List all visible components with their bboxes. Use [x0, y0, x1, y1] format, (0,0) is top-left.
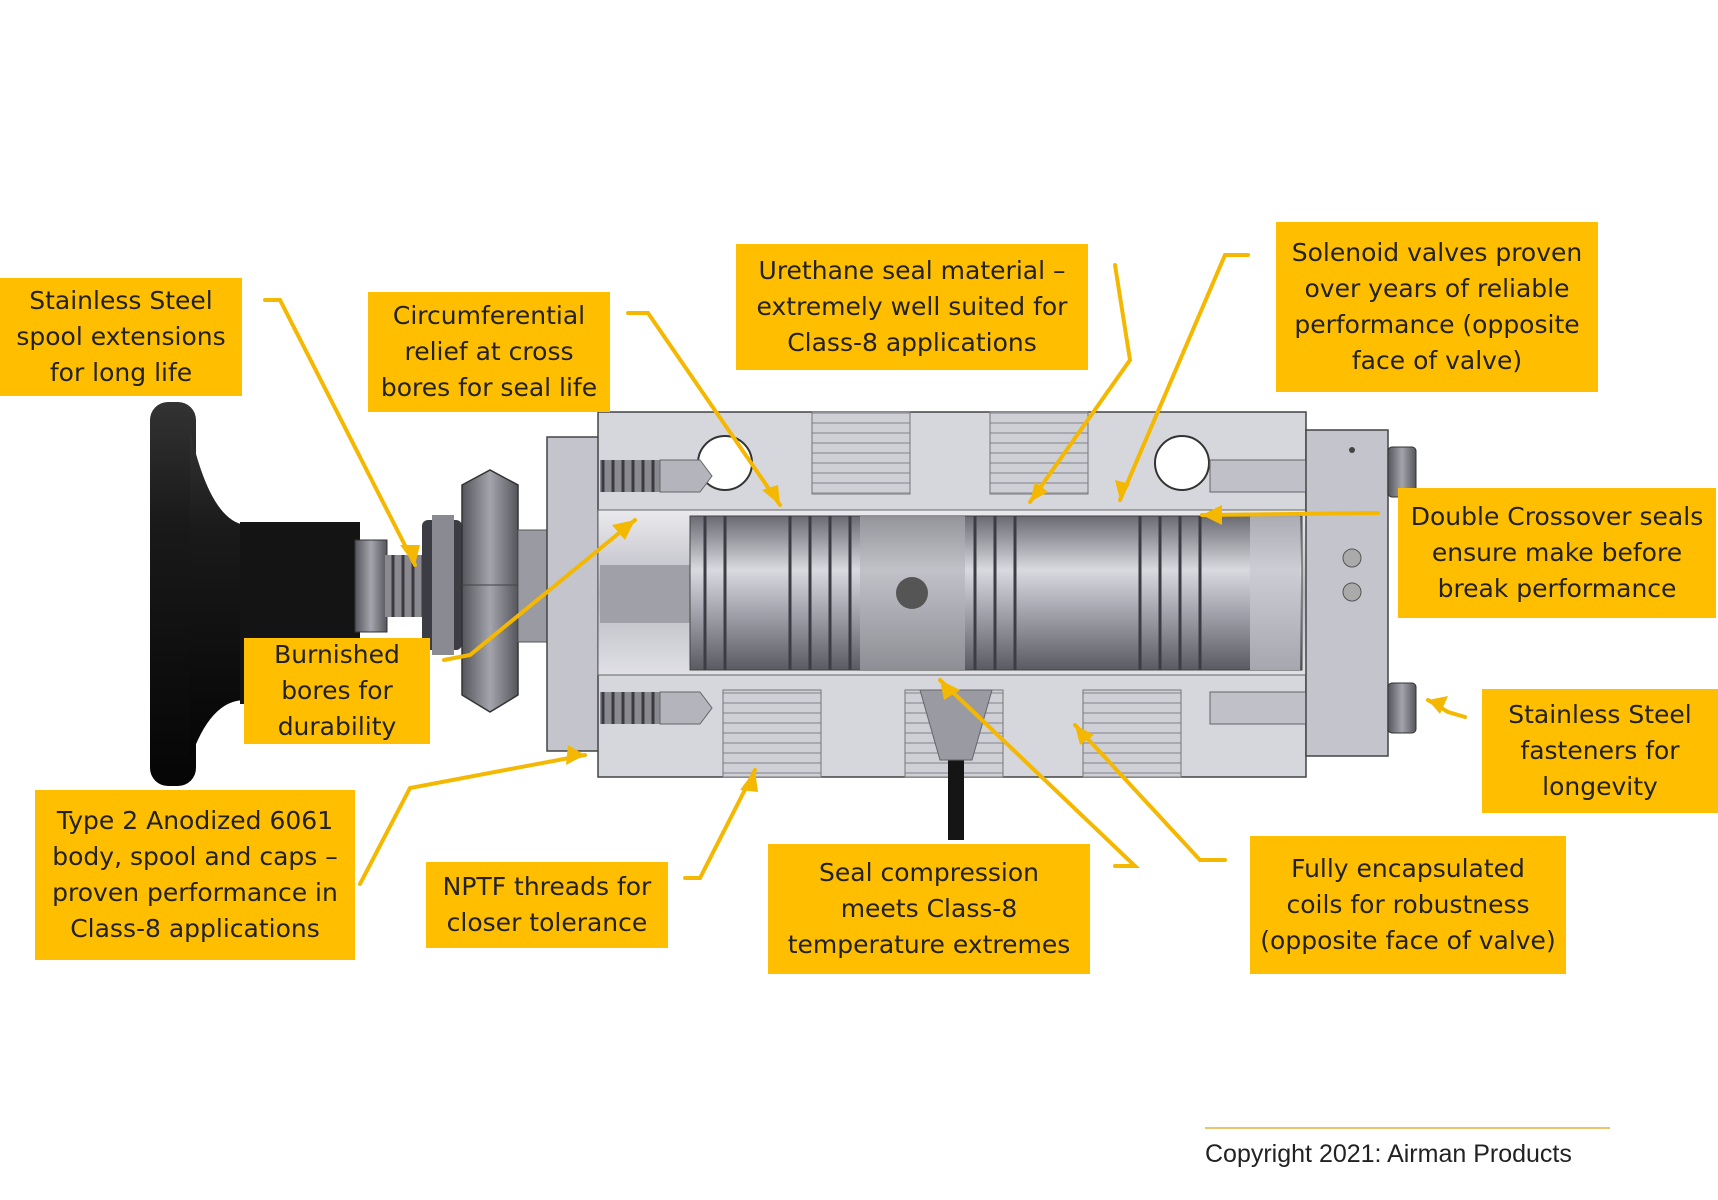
callout-double-crossover: Double Crossover seals ensure make befor…: [1398, 488, 1716, 618]
callout-seal-compression: Seal compression meets Class-8 temperatu…: [768, 844, 1090, 974]
callout-encapsulated-coils: Fully encapsulated coils for robustness …: [1250, 836, 1566, 974]
left-end-cap: [546, 436, 600, 752]
copyright-divider: [1205, 1127, 1610, 1129]
callout-urethane-seal: Urethane seal material – extremely well …: [736, 244, 1088, 370]
callout-spool-extensions: Stainless Steel spool extensions for lon…: [0, 278, 242, 396]
wire-strain-relief: [919, 689, 993, 761]
callout-nptf-threads: NPTF threads for closer tolerance: [426, 862, 668, 948]
callout-circumferential-relief: Circumferential relief at cross bores fo…: [368, 292, 610, 412]
hex-nut: [461, 469, 551, 713]
spool-extension: [354, 515, 462, 655]
callout-stainless-fasteners: Stainless Steel fasteners for longevity: [1482, 689, 1718, 813]
leader-arrowheads: [400, 480, 1448, 792]
leader-lines: [263, 253, 1467, 886]
callout-anodized-body: Type 2 Anodized 6061 body, spool and cap…: [35, 790, 355, 960]
callout-solenoid-valves: Solenoid valves proven over years of rel…: [1276, 222, 1598, 392]
coil-wire: [948, 760, 964, 840]
copyright-text: Copyright 2021: Airman Products: [1205, 1140, 1572, 1168]
spool: [600, 515, 1303, 671]
right-end-cap: [1305, 429, 1417, 757]
callout-burnished-bores: Burnished bores for durability: [244, 638, 430, 744]
